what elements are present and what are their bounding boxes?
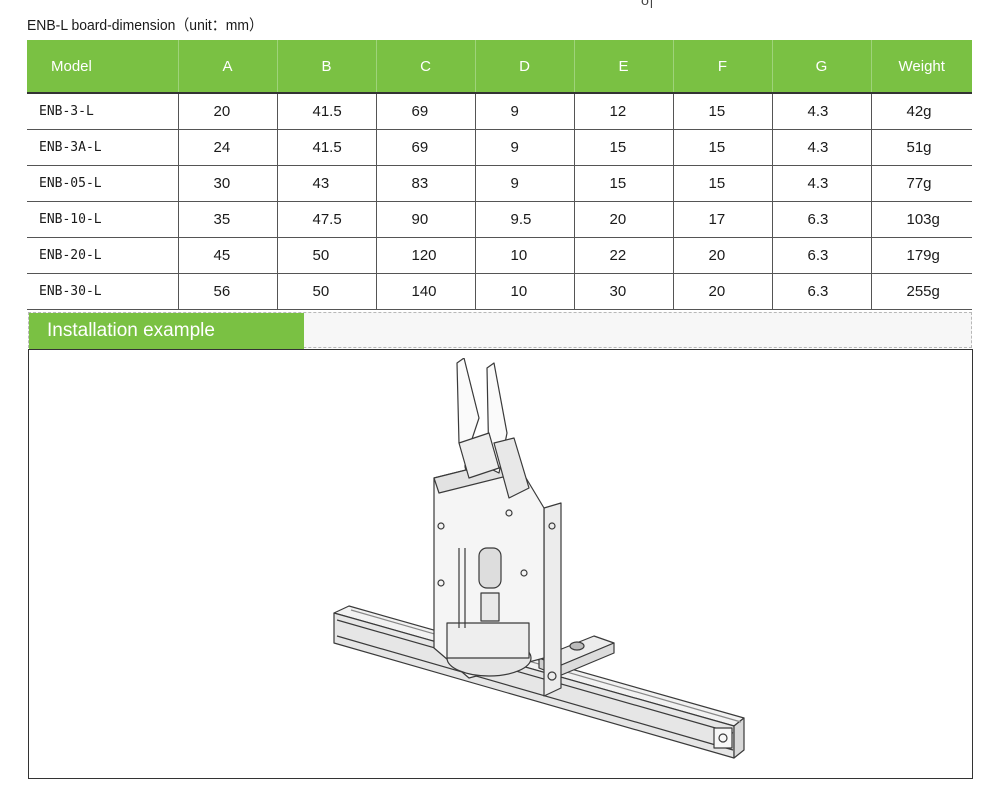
cell-b: 50: [276, 237, 376, 274]
header-model: Model: [27, 40, 178, 93]
table-row: ENB-20-L 45 50 120 10 22 20 6.3 179g: [27, 237, 972, 274]
cell-model: ENB-20-L: [27, 237, 178, 274]
table-row: ENB-30-L 56 50 140 10 30 20 6.3 255g: [27, 273, 972, 310]
mounting-bracket-icon: [538, 502, 615, 697]
cell-d: 9.5: [474, 201, 574, 238]
cell-f: 15: [672, 165, 772, 202]
cell-weight: 103g: [870, 201, 972, 238]
cell-d: 9: [474, 129, 574, 166]
cell-g: 6.3: [771, 237, 871, 274]
cell-d: 9: [474, 92, 574, 130]
cell-e: 15: [573, 129, 673, 166]
cell-g: 4.3: [771, 165, 871, 202]
cell-e: 15: [573, 165, 673, 202]
cell-weight: 77g: [870, 165, 972, 202]
header-b: B: [276, 40, 376, 93]
cell-c: 90: [375, 201, 475, 238]
cell-a: 30: [177, 165, 277, 202]
cell-b: 41.5: [276, 92, 376, 130]
cell-e: 12: [573, 92, 673, 130]
cell-a: 20: [177, 92, 277, 130]
cell-e: 30: [573, 273, 673, 310]
cell-a: 24: [177, 129, 277, 166]
cell-c: 69: [375, 129, 475, 166]
cell-c: 69: [375, 92, 475, 130]
cell-e: 20: [573, 201, 673, 238]
header-e: E: [573, 40, 673, 93]
cell-d: 10: [474, 273, 574, 310]
cell-f: 17: [672, 201, 772, 238]
cell-weight: 42g: [870, 92, 972, 130]
header-g: G: [771, 40, 871, 93]
cell-a: 45: [177, 237, 277, 274]
installation-section-bar: Installation example: [28, 312, 972, 349]
cutting-jaws-icon: [456, 358, 530, 499]
table-row: ENB-10-L 35 47.5 90 9.5 20 17 6.3 103g: [27, 201, 972, 238]
cell-c: 83: [375, 165, 475, 202]
cell-c: 140: [375, 273, 475, 310]
cell-g: 4.3: [771, 129, 871, 166]
header-weight: Weight: [870, 40, 972, 93]
header-f: F: [672, 40, 772, 93]
cell-weight: 255g: [870, 273, 972, 310]
header-d: D: [474, 40, 574, 93]
cell-c: 120: [375, 237, 475, 274]
header-a: A: [177, 40, 277, 93]
nipper-body-icon: [433, 457, 545, 679]
cell-f: 20: [672, 273, 772, 310]
cell-a: 35: [177, 201, 277, 238]
cell-b: 43: [276, 165, 376, 202]
table-row: ENB-05-L 30 43 83 9 15 15 4.3 77g: [27, 165, 972, 202]
cell-d: 10: [474, 237, 574, 274]
cell-a: 56: [177, 273, 277, 310]
cell-model: ENB-3-L: [27, 92, 178, 130]
cell-b: 41.5: [276, 129, 376, 166]
cell-model: ENB-30-L: [27, 273, 178, 310]
cell-e: 22: [573, 237, 673, 274]
cell-weight: 51g: [870, 129, 972, 166]
cell-g: 4.3: [771, 92, 871, 130]
document-title: ENB-L board-dimension（unit：mm）: [27, 17, 263, 34]
cell-b: 47.5: [276, 201, 376, 238]
table-row: ENB-3A-L 24 41.5 69 9 15 15 4.3 51g: [27, 129, 972, 166]
nipper-rail-illustration: [333, 358, 745, 759]
cell-g: 6.3: [771, 273, 871, 310]
cell-f: 15: [672, 92, 772, 130]
installation-heading: Installation example: [29, 313, 304, 349]
table-row: ENB-3-L 20 41.5 69 9 12 15 4.3 42g: [27, 92, 972, 130]
dimension-table: Model A B C D E F G Weight ENB-3-L 20 41…: [27, 40, 972, 310]
cell-f: 15: [672, 129, 772, 166]
installation-frame: [28, 349, 973, 779]
cell-b: 50: [276, 273, 376, 310]
cell-g: 6.3: [771, 201, 871, 238]
cell-model: ENB-3A-L: [27, 129, 178, 166]
table-header-row: Model A B C D E F G Weight: [27, 40, 972, 93]
cell-f: 20: [672, 237, 772, 274]
cell-d: 9: [474, 165, 574, 202]
header-c: C: [375, 40, 475, 93]
cell-weight: 179g: [870, 237, 972, 274]
stray-mark: σ|: [641, 0, 654, 8]
cell-model: ENB-10-L: [27, 201, 178, 238]
cell-model: ENB-05-L: [27, 165, 178, 202]
